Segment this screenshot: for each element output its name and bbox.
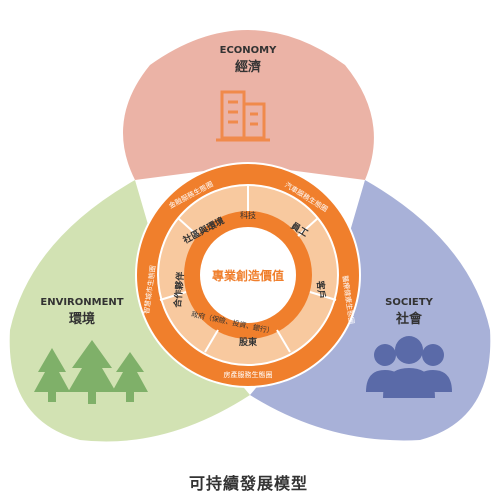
environment-label-zh: 環境 [69,311,95,327]
outer-ring-bottom: 房產服務生態圈 [224,370,273,379]
society-label-en: SOCIETY [385,297,433,308]
inner-white-circle [200,227,296,323]
diagram-caption: 可持續發展模型 [188,474,308,493]
building-icon [216,90,270,142]
inner-ring-top: 科技 [240,210,256,220]
trees-icon [34,340,148,404]
ring-dividers [159,185,337,353]
inner-ring-right: 客戶 [314,279,328,299]
people-icon [366,336,452,398]
inner-ring-bottom: 股東 [239,336,257,348]
environment-label-en: ENVIRONMENT [40,297,123,308]
economy-label-zh: 經濟 [235,59,261,75]
center-title: 專業創造價值 [212,268,284,283]
inner-ring-left: 合作夥伴 [171,271,186,308]
economy-label-en: ECONOMY [220,45,277,56]
society-label-zh: 社會 [395,311,423,327]
outer-ring-border [135,162,361,388]
environment-lobe [9,180,250,442]
